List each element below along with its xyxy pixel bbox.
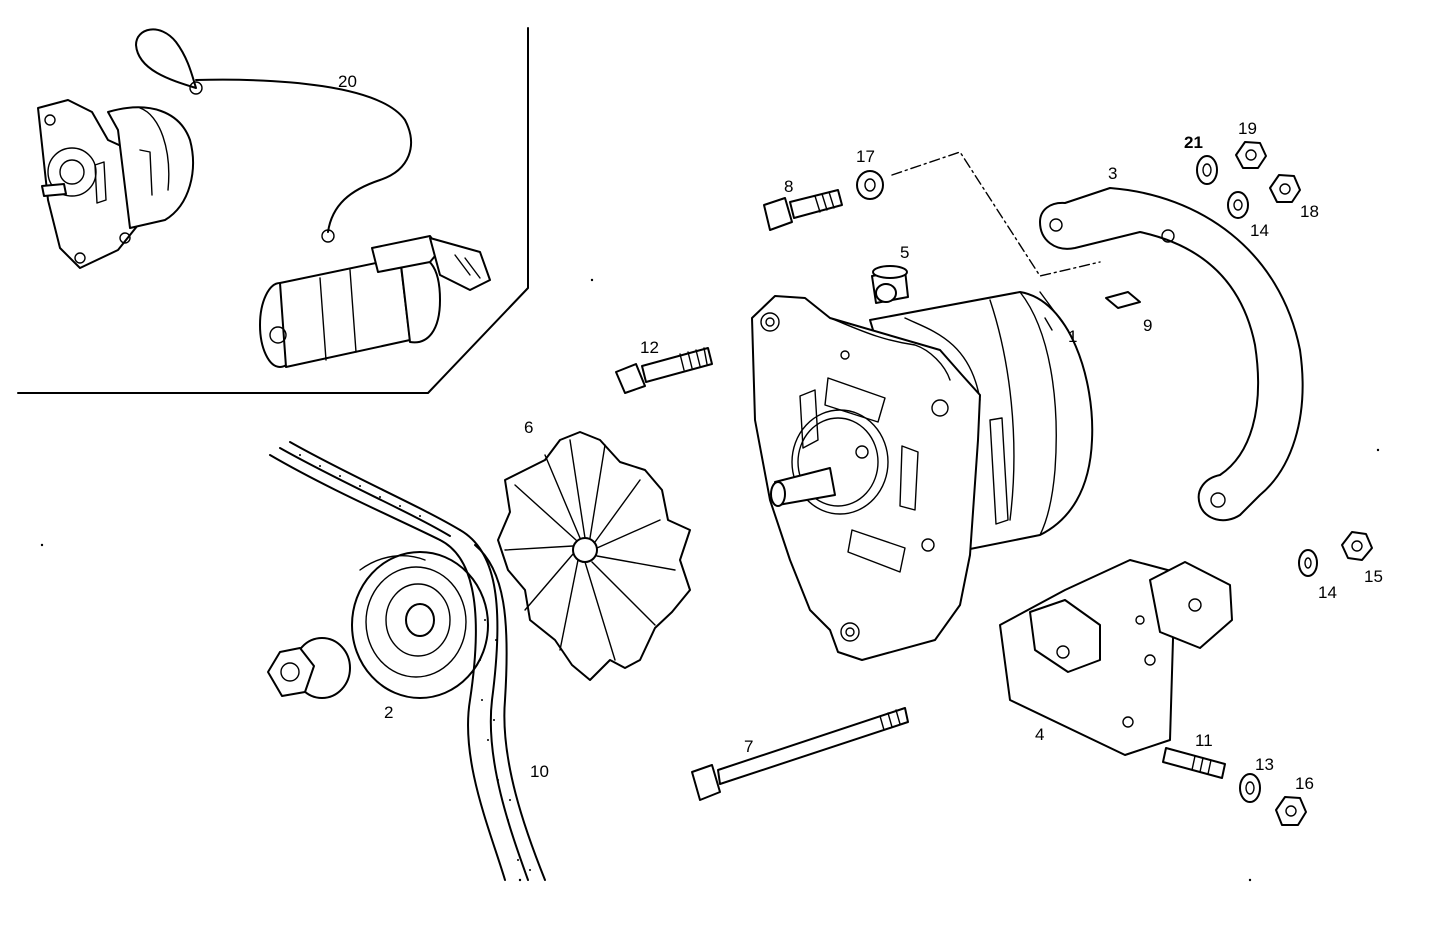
callout-15: 15 — [1364, 567, 1383, 586]
callout-20: 20 — [338, 72, 357, 91]
inset-frame — [17, 27, 529, 394]
cooling-fan-6 — [497, 431, 691, 681]
callout-16: 16 — [1295, 774, 1314, 793]
callout-14-lower: 14 — [1318, 583, 1337, 602]
callout-7: 7 — [744, 737, 753, 756]
spacer-5 — [871, 265, 909, 304]
callout-3: 3 — [1108, 164, 1117, 183]
callout-18: 18 — [1300, 202, 1319, 221]
bolt-12 — [615, 347, 713, 394]
pulley-2 — [351, 551, 489, 699]
callout-19: 19 — [1238, 119, 1257, 138]
callout-17: 17 — [856, 147, 875, 166]
washer-14-upper — [1227, 191, 1249, 219]
ground-cable — [135, 28, 412, 243]
washer-21 — [1196, 155, 1218, 185]
callout-21: 21 — [1184, 133, 1203, 152]
callout-8: 8 — [784, 177, 793, 196]
callout-10: 10 — [530, 762, 549, 781]
mounting-bracket-3 — [1039, 187, 1304, 522]
pulley-nut — [267, 637, 351, 699]
nut-19 — [1235, 141, 1267, 169]
callout-5: 5 — [900, 243, 909, 262]
callout-11: 11 — [1195, 731, 1213, 750]
mounting-bracket-4 — [999, 559, 1233, 756]
callout-labels: 1 2 3 4 5 6 7 8 9 10 11 12 13 14 14 15 1… — [338, 72, 1383, 793]
inset-alternator — [37, 99, 194, 269]
washer-17 — [856, 170, 884, 200]
leader-lines — [1039, 291, 1069, 331]
nut-18 — [1269, 174, 1301, 203]
leader-dashdot — [891, 151, 1101, 277]
callout-9: 9 — [1143, 316, 1152, 335]
callout-4: 4 — [1035, 725, 1044, 744]
callout-12: 12 — [640, 338, 659, 357]
bolt-8 — [763, 189, 843, 231]
stud-11 — [1162, 747, 1226, 779]
inset-starter-motor — [259, 235, 491, 368]
callout-6: 6 — [524, 418, 533, 437]
washer-13 — [1239, 773, 1261, 803]
nut-15 — [1341, 531, 1373, 561]
v-belt-10 — [269, 441, 546, 881]
callout-2: 2 — [384, 703, 393, 722]
callout-1: 1 — [1068, 327, 1077, 346]
callout-13: 13 — [1255, 755, 1274, 774]
through-bolt-7 — [691, 707, 909, 801]
alternator-body — [751, 291, 1094, 661]
callout-14-upper: 14 — [1250, 221, 1269, 240]
scan-dots — [40, 278, 1380, 882]
nut-16 — [1275, 796, 1307, 826]
washer-14-lower — [1298, 549, 1318, 577]
clip-9 — [1105, 291, 1141, 309]
